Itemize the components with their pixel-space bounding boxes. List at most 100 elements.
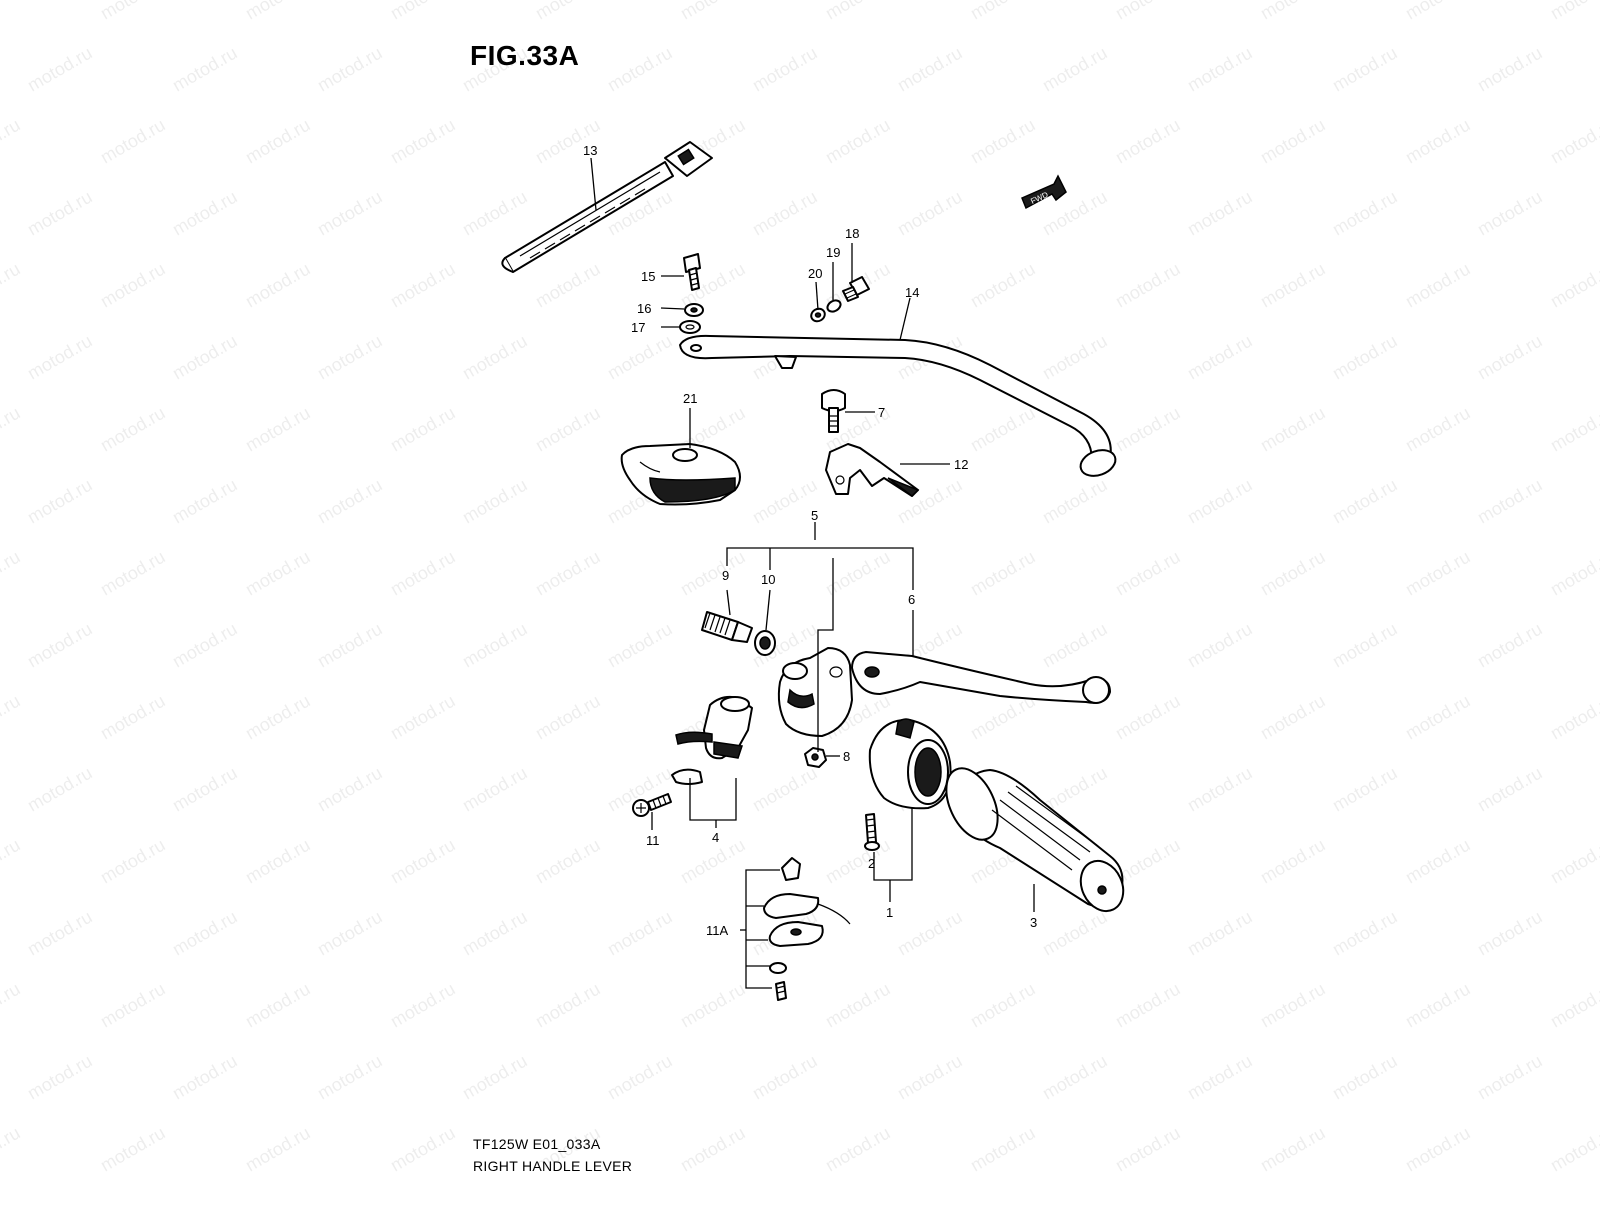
watermark-text: motod.ru xyxy=(0,691,24,744)
watermark-text: motod.ru xyxy=(1257,835,1329,888)
watermark-text: motod.ru xyxy=(24,907,96,960)
watermark-text: motod.ru xyxy=(314,763,386,816)
watermark-text: motod.ru xyxy=(387,835,459,888)
part-12-bracket xyxy=(825,443,920,497)
watermark-text: motod.ru xyxy=(387,1123,459,1176)
watermark-text: motod.ru xyxy=(1547,1123,1600,1176)
watermark-text: motod.ru xyxy=(169,907,241,960)
watermark-text: motod.ru xyxy=(1402,403,1474,456)
watermark-text: motod.ru xyxy=(459,331,531,384)
watermark-text: motod.ru xyxy=(1257,547,1329,600)
watermark-text: motod.ru xyxy=(749,763,821,816)
watermark-text: motod.ru xyxy=(242,259,314,312)
watermark-text: motod.ru xyxy=(894,907,966,960)
watermark-text: motod.ru xyxy=(242,403,314,456)
watermark-text: motod.ru xyxy=(1547,547,1600,600)
watermark-text: motod.ru xyxy=(1547,115,1600,168)
watermark-text: motod.ru xyxy=(1402,115,1474,168)
watermark-text: motod.ru xyxy=(1184,907,1256,960)
watermark-text: motod.ru xyxy=(532,259,604,312)
part-11-screw xyxy=(632,793,672,817)
watermark-text: motod.ru xyxy=(1184,763,1256,816)
watermark-text: motod.ru xyxy=(97,115,169,168)
watermark-text: motod.ru xyxy=(967,0,1039,23)
watermark-text: motod.ru xyxy=(532,691,604,744)
watermark-text: motod.ru xyxy=(1547,0,1600,23)
watermark-text: motod.ru xyxy=(1039,907,1111,960)
watermark-text: motod.ru xyxy=(749,43,821,96)
watermark-text: motod.ru xyxy=(97,403,169,456)
watermark-text: motod.ru xyxy=(1184,1051,1256,1104)
callout-2: 2 xyxy=(868,856,875,871)
watermark-text: motod.ru xyxy=(387,547,459,600)
fwd-direction-marker: FWD xyxy=(1021,174,1067,210)
watermark-text: motod.ru xyxy=(822,0,894,23)
part-13-cable-tie xyxy=(501,141,713,273)
watermark-text: motod.ru xyxy=(1402,1123,1474,1176)
watermark-text: motod.ru xyxy=(1474,619,1546,672)
part-9-adjuster xyxy=(701,611,753,643)
part-3-grip xyxy=(945,767,1125,913)
watermark-text: motod.ru xyxy=(0,0,24,23)
watermark-text: motod.ru xyxy=(1184,187,1256,240)
part-7-bolt xyxy=(821,389,846,433)
watermark-text: motod.ru xyxy=(1112,691,1184,744)
watermark-text: motod.ru xyxy=(242,1123,314,1176)
watermark-text: motod.ru xyxy=(1547,979,1600,1032)
watermark-text: motod.ru xyxy=(1039,619,1111,672)
watermark-text: motod.ru xyxy=(1329,1051,1401,1104)
watermark-text: motod.ru xyxy=(532,547,604,600)
watermark-text: motod.ru xyxy=(1474,43,1546,96)
watermark-text: motod.ru xyxy=(967,979,1039,1032)
watermark-text: motod.ru xyxy=(677,1123,749,1176)
watermark-text: motod.ru xyxy=(1474,187,1546,240)
watermark-text: motod.ru xyxy=(1474,331,1546,384)
watermark-text: motod.ru xyxy=(242,547,314,600)
watermark-text: motod.ru xyxy=(24,619,96,672)
watermark-text: motod.ru xyxy=(459,187,531,240)
watermark-text: motod.ru xyxy=(387,979,459,1032)
watermark-text: motod.ru xyxy=(242,691,314,744)
watermark-text: motod.ru xyxy=(0,259,24,312)
callout-5: 5 xyxy=(811,508,818,523)
callout-11: 11 xyxy=(646,833,660,848)
part-4-brake-switch xyxy=(671,695,753,785)
watermark-text: motod.ru xyxy=(1257,403,1329,456)
watermark-text: motod.ru xyxy=(1402,547,1474,600)
watermark-text: motod.ru xyxy=(1257,979,1329,1032)
watermark-text: motod.ru xyxy=(24,43,96,96)
watermark-text: motod.ru xyxy=(387,259,459,312)
watermark-text: motod.ru xyxy=(314,475,386,528)
watermark-text: motod.ru xyxy=(169,1051,241,1104)
part-16-washer xyxy=(684,303,704,317)
watermark-text: motod.ru xyxy=(24,187,96,240)
watermark-text: motod.ru xyxy=(1257,115,1329,168)
callout-7: 7 xyxy=(878,405,885,420)
watermark-text: motod.ru xyxy=(749,475,821,528)
watermark-text: motod.ru xyxy=(749,187,821,240)
watermark-text: motod.ru xyxy=(0,835,24,888)
watermark-text: motod.ru xyxy=(0,403,24,456)
callout-20: 20 xyxy=(808,266,822,281)
watermark-text: motod.ru xyxy=(1474,1051,1546,1104)
watermark-text: motod.ru xyxy=(97,0,169,23)
watermark-text: motod.ru xyxy=(967,403,1039,456)
part-19-washer xyxy=(826,299,842,313)
watermark-text: motod.ru xyxy=(1112,259,1184,312)
callout-6: 6 xyxy=(908,592,915,607)
watermark-text: motod.ru xyxy=(169,619,241,672)
watermark-text: motod.ru xyxy=(242,115,314,168)
watermark-text: motod.ru xyxy=(1039,1051,1111,1104)
watermark-text: motod.ru xyxy=(1112,115,1184,168)
watermark-text: motod.ru xyxy=(967,259,1039,312)
watermark-text: motod.ru xyxy=(169,763,241,816)
watermark-text: motod.ru xyxy=(169,475,241,528)
part-10-locknut xyxy=(754,630,776,656)
watermark-text: motod.ru xyxy=(169,187,241,240)
watermark-text: motod.ru xyxy=(1474,763,1546,816)
watermark-text: motod.ru xyxy=(459,907,531,960)
watermark-text: motod.ru xyxy=(0,547,24,600)
watermark-text: motod.ru xyxy=(1184,619,1256,672)
